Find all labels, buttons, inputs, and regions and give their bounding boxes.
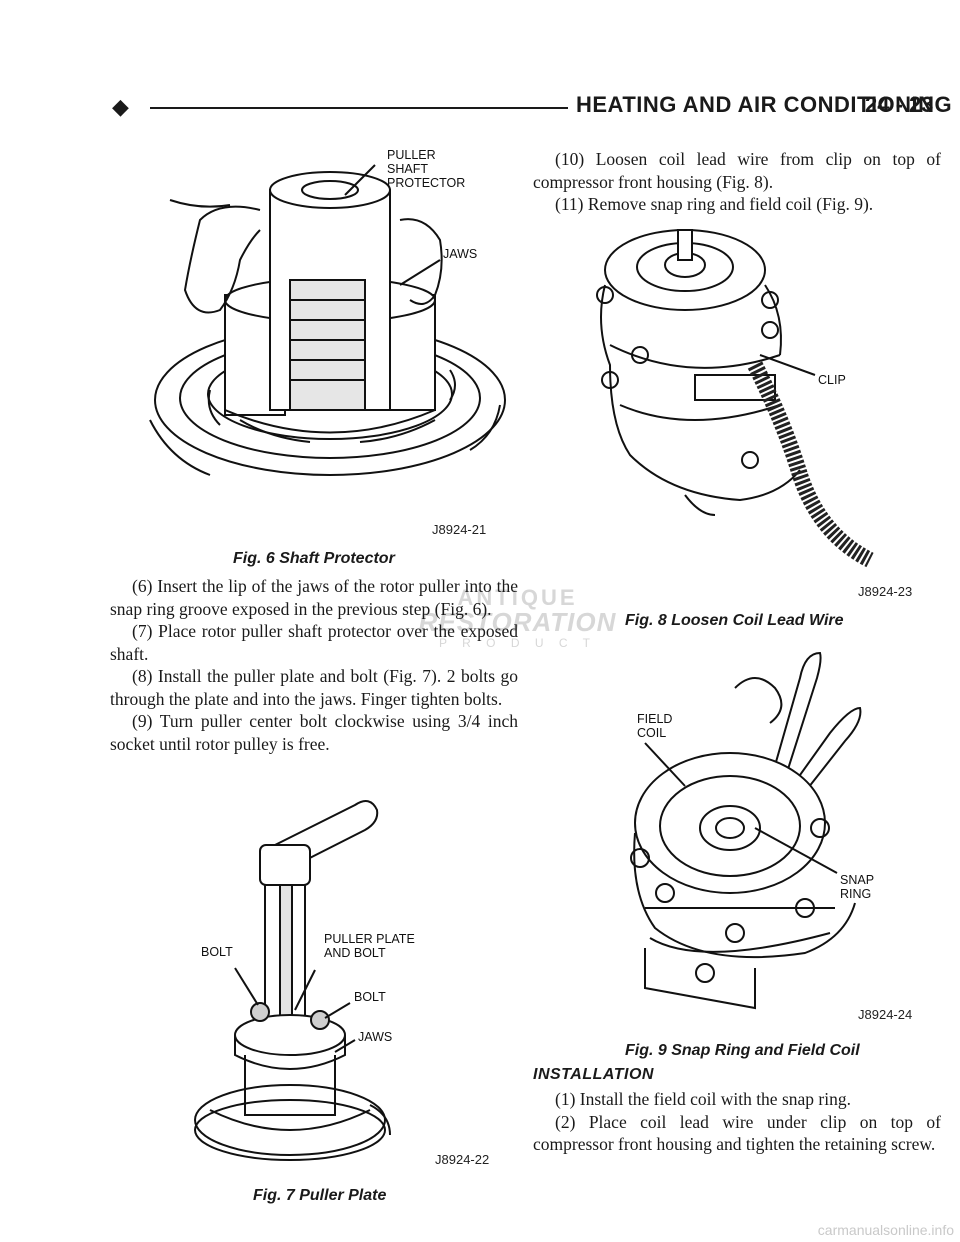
install-step-2: (2) Place coil lead wire under clip on t… [533, 1111, 941, 1155]
step-8: (8) Install the puller plate and bolt (F… [110, 666, 518, 709]
fig6-illustration [149, 164, 506, 476]
page-header-title: HEATING AND AIR CONDITIONING [576, 92, 953, 117]
watermark-line1: ANTIQUE [457, 585, 578, 610]
fig7-code: J8924-22 [435, 1152, 490, 1167]
fig8-illustration [596, 229, 874, 568]
watermark: ANTIQUE RESTORATION P R O D U C T [395, 585, 640, 650]
fig7-label-puller-plate-and-bolt: PULLER PLATE AND BOLT [324, 932, 415, 960]
fig7-caption: Fig. 7 Puller Plate [253, 1187, 387, 1204]
fig6-code: J8924-21 [432, 522, 487, 537]
watermark-line2: RESTORATION [418, 607, 617, 637]
left-column-text: (6) Insert the lip of the jaws of the ro… [110, 575, 518, 755]
fig9-code: J8924-24 [858, 1007, 913, 1022]
step-6: (6) Insert the lip of the jaws of the ro… [110, 576, 518, 619]
fig9-caption: Fig. 9 Snap Ring and Field Coil [625, 1042, 860, 1059]
fig6-caption: Fig. 6 Shaft Protector [233, 550, 395, 567]
watermark-line3: P R O D U C T [439, 636, 596, 650]
fig6-label-puller-shaft-protector: PULLER SHAFT PROTECTOR [387, 148, 466, 190]
step-9: (9) Turn puller center bolt clockwise us… [110, 711, 518, 754]
step-7: (7) Place rotor puller shaft protector o… [110, 621, 518, 664]
header-rule [150, 107, 568, 109]
fig7-illustration [194, 800, 391, 1161]
fig8-label-clip: CLIP [818, 373, 846, 387]
fig7-label-jaws: JAWS [358, 1030, 393, 1044]
fig7-label-bolt-left: BOLT [201, 945, 233, 959]
page-number: 24 - 23 [865, 92, 934, 117]
step-11: (11) Remove snap ring and field coil (Fi… [555, 194, 874, 214]
step-10: (10) Loosen coil lead wire from clip on … [533, 149, 941, 192]
installation-text: (1) Install the field coil with the snap… [533, 1088, 941, 1156]
header-diamond-icon: ◆ [112, 95, 129, 120]
fig9-illustration [630, 651, 862, 1010]
footer-site: carmanualsonline.info [817, 1222, 954, 1238]
fig6-label-jaws: JAWS [443, 247, 478, 261]
fig8-caption: Fig. 8 Loosen Coil Lead Wire [625, 612, 844, 629]
install-step-1: (1) Install the field coil with the snap… [555, 1089, 851, 1109]
fig9-label-snap-ring: SNAP RING [840, 873, 875, 901]
right-column-top-text: (10) Loosen coil lead wire from clip on … [533, 148, 941, 216]
fig9-label-field-coil: FIELD COIL [637, 712, 673, 740]
fig7-label-bolt-right: BOLT [354, 990, 386, 1004]
installation-heading: INSTALLATION [533, 1066, 654, 1083]
fig8-code: J8924-23 [858, 584, 913, 599]
